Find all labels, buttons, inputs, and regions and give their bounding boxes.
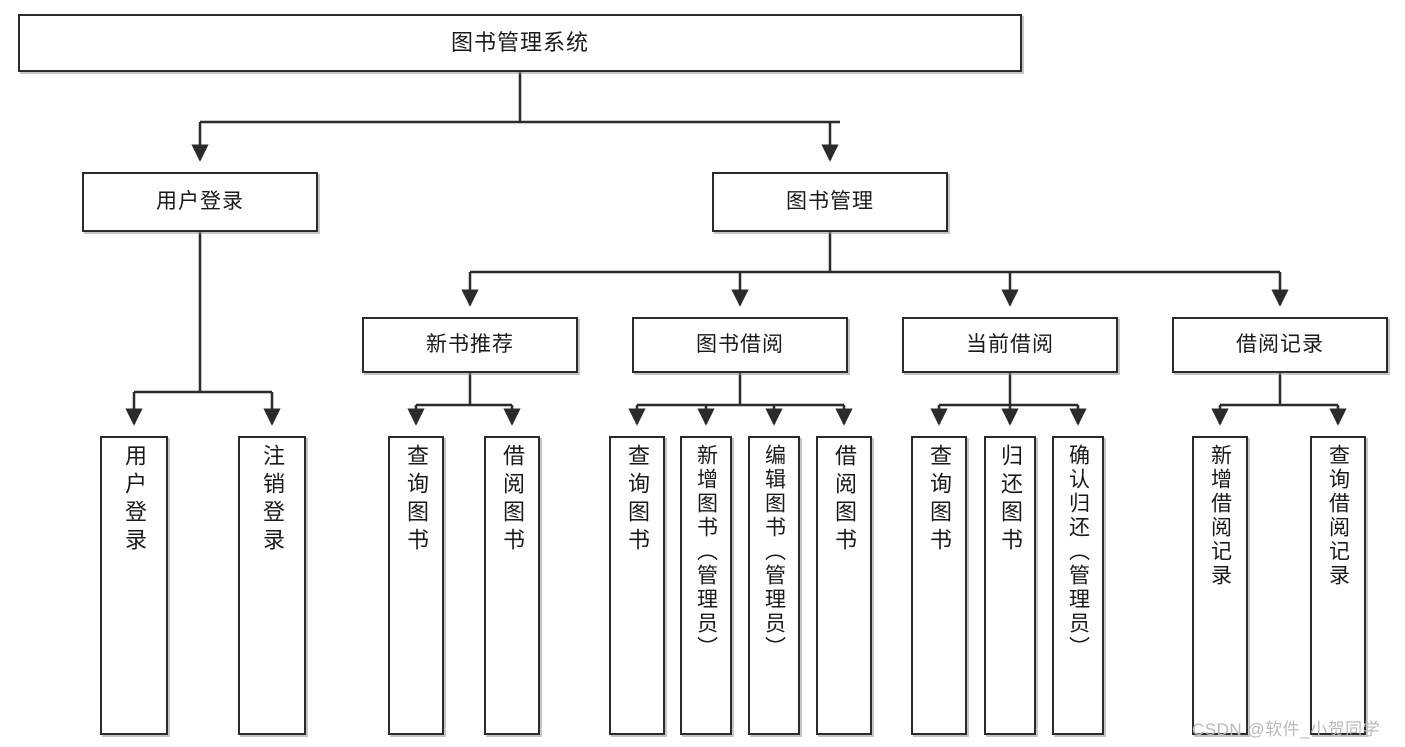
node-label: 图书借阅 [696,332,784,356]
node-label: 新增图书（管理员） [694,444,718,660]
node-leaf-borrow-book-1[interactable]: 借阅图书 [484,436,540,735]
node-book-manage[interactable]: 图书管理 [712,172,948,232]
node-leaf-add-borrow-record[interactable]: 新增借阅记录 [1192,436,1248,735]
node-leaf-user-logout[interactable]: 注销登录 [238,436,306,735]
node-leaf-query-book-2[interactable]: 查询图书 [609,436,665,735]
node-user-login[interactable]: 用户登录 [82,172,318,232]
node-label: 新增借阅记录 [1208,444,1232,588]
node-label: 借阅记录 [1236,332,1324,356]
node-label: 借阅图书 [500,444,525,556]
node-label: 查询图书 [927,444,952,556]
node-borrow-record[interactable]: 借阅记录 [1172,317,1388,373]
node-label: 查询图书 [625,444,650,556]
node-book-borrow[interactable]: 图书借阅 [632,317,848,373]
node-current-borrow[interactable]: 当前借阅 [902,317,1118,373]
node-leaf-confirm-return[interactable]: 确认归还（管理员） [1052,436,1104,735]
node-label: 图书管理系统 [450,30,589,56]
node-leaf-borrow-book-2[interactable]: 借阅图书 [816,436,872,735]
node-label: 用户登录 [156,189,244,213]
node-label: 查询借阅记录 [1326,444,1350,588]
node-leaf-user-login[interactable]: 用户登录 [100,436,168,735]
node-new-book-recommend[interactable]: 新书推荐 [362,317,578,373]
node-leaf-add-book[interactable]: 新增图书（管理员） [680,436,732,735]
node-leaf-query-book-1[interactable]: 查询图书 [388,436,444,735]
node-label: 确认归还（管理员） [1066,444,1090,660]
node-label: 编辑图书（管理员） [762,444,786,660]
node-label: 当前借阅 [966,332,1054,356]
node-label: 查询图书 [404,444,429,556]
node-label: 图书管理 [786,189,874,213]
node-leaf-query-borrow-record[interactable]: 查询借阅记录 [1310,436,1366,735]
node-label: 借阅图书 [832,444,857,556]
node-label: 新书推荐 [426,332,514,356]
node-leaf-return-book[interactable]: 归还图书 [984,436,1036,735]
node-root[interactable]: 图书管理系统 [18,14,1022,72]
csdn-watermark: CSDN @软件_小贺同学 [1192,720,1381,739]
node-leaf-query-book-3[interactable]: 查询图书 [911,436,967,735]
node-label: 注销登录 [260,444,285,556]
node-label: 归还图书 [998,444,1023,556]
node-leaf-edit-book[interactable]: 编辑图书（管理员） [748,436,800,735]
node-label: 用户登录 [122,444,147,556]
